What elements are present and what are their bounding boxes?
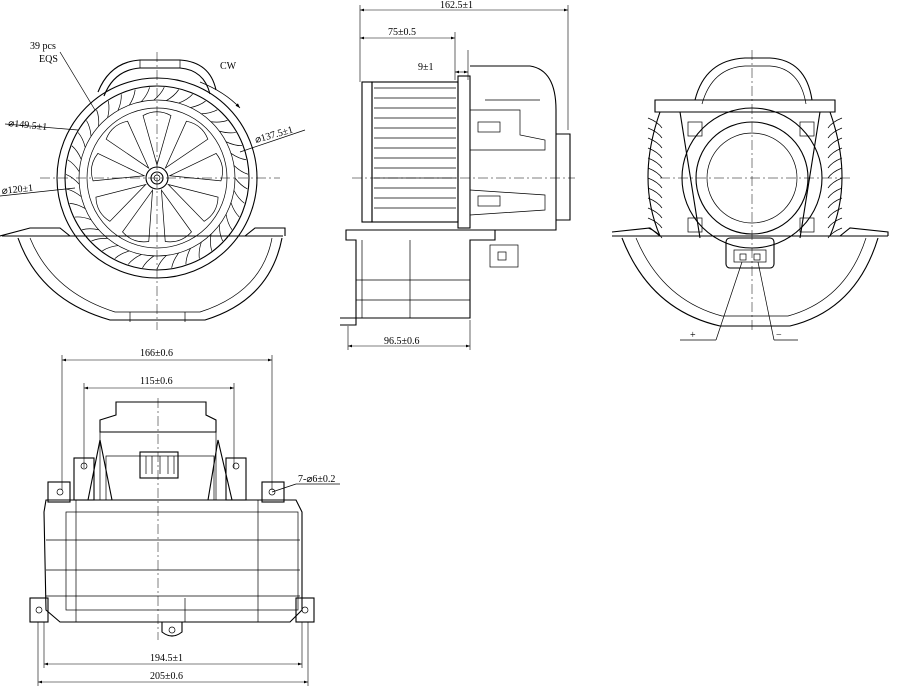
fan-blade <box>178 94 193 104</box>
impeller-petal <box>105 120 150 170</box>
blade-edge <box>827 197 843 209</box>
blade-edge <box>827 217 843 229</box>
bottom-view: 166±0.6 115±0.6 <box>29 348 340 686</box>
impeller-petal <box>164 120 209 170</box>
front-view: CW 39 pcs EQS ⌀149.5±1 ⌀120±1 ⌀137.5±1 <box>0 41 306 330</box>
outer-hole-spacing-label: 166±0.6 <box>140 348 173 359</box>
fan-blade <box>129 89 136 106</box>
fan-blade <box>86 120 92 137</box>
fan-blade <box>141 87 150 102</box>
fan-blade <box>230 153 247 161</box>
blade-edge <box>827 147 843 159</box>
impeller-petal <box>122 189 153 243</box>
terminal-plus-label: + <box>690 330 696 341</box>
fan-blade <box>71 145 82 160</box>
impeller-petal <box>168 152 223 182</box>
blade-edge <box>827 227 843 239</box>
fan-blade <box>198 242 202 259</box>
base-width-label: 194.5±1 <box>150 653 183 664</box>
side-fins <box>374 87 456 209</box>
fan-blade <box>166 89 179 101</box>
fan-blade <box>66 188 82 197</box>
blade-edge <box>827 187 843 199</box>
blade-spacing-label: EQS <box>39 54 58 65</box>
fan-blade <box>219 224 223 242</box>
fan-blade <box>114 250 130 259</box>
blade-edge <box>647 177 663 189</box>
fan-blade <box>171 252 179 268</box>
rear-view: + − <box>611 50 889 341</box>
blade-edge <box>827 167 843 179</box>
fan-blade <box>65 174 80 185</box>
blade-edge <box>647 207 663 219</box>
blade-edge <box>647 157 663 169</box>
fan-blade <box>91 238 108 242</box>
impeller-petal <box>167 183 219 222</box>
blade-edge <box>827 127 843 139</box>
blade-edge <box>647 217 663 229</box>
blade-edge <box>647 147 663 159</box>
fan-blade <box>210 234 213 251</box>
fan-blade <box>153 87 165 101</box>
fan-blade <box>82 228 99 231</box>
base-depth-label: 96.5±0.6 <box>384 336 420 347</box>
inner-diameter-label: ⌀137.5±1 <box>254 125 295 146</box>
mount-holes-label: 7-⌀6±0.2 <box>298 474 335 485</box>
blade-count-label: 39 pcs <box>30 41 56 52</box>
fan-blade <box>142 255 155 269</box>
fan-blade <box>219 130 236 134</box>
blade-edge <box>827 207 843 219</box>
fan-blade <box>190 100 206 108</box>
blade-edge <box>647 167 663 179</box>
blade-edge <box>827 177 843 189</box>
hub-diameter-label: ⌀120±1 <box>1 183 33 197</box>
fan-blade <box>102 245 119 252</box>
fan-blade <box>156 255 167 270</box>
overall-width-label: 205±0.6 <box>150 671 183 682</box>
overall-length-label: 162.5±1 <box>440 0 473 11</box>
rear-blade-edges <box>647 117 843 239</box>
wheel-length-label: 75±0.5 <box>388 27 416 38</box>
fan-blade <box>234 177 248 190</box>
rotation-label: CW <box>220 61 237 72</box>
impeller-petal <box>91 152 146 182</box>
blade-edge <box>827 157 843 169</box>
impeller-petal <box>161 189 192 243</box>
fan-blade <box>225 214 233 230</box>
fan-blade <box>96 109 100 127</box>
fan-blade <box>210 120 228 123</box>
fan-blade <box>74 216 92 221</box>
blade-edge <box>827 137 843 149</box>
blade-edge <box>647 137 663 149</box>
blade-edge <box>647 197 663 209</box>
fan-blade <box>233 190 245 204</box>
fan-blade <box>67 159 80 172</box>
blade-edge <box>647 117 663 129</box>
terminal-minus-label: − <box>776 330 782 341</box>
fan-blade <box>69 203 86 209</box>
fan-blade <box>185 248 191 265</box>
fan-blade <box>225 141 243 147</box>
blade-edge <box>647 127 663 139</box>
blade-edge <box>647 187 663 199</box>
fan-blade <box>107 101 110 118</box>
fan-blade <box>127 254 142 265</box>
inner-hole-spacing-label: 115±0.6 <box>140 376 173 387</box>
fan-blade <box>117 94 122 111</box>
blade-edge <box>827 117 843 129</box>
side-view: 162.5±1 75±0.5 9±1 <box>340 0 575 350</box>
fan-blade <box>233 165 249 175</box>
fan-blade <box>77 132 86 148</box>
fan-blade <box>201 109 218 115</box>
flange-gap-label: 9±1 <box>418 62 434 73</box>
impeller-petal <box>95 183 147 222</box>
fan-blade <box>230 202 240 218</box>
outer-diameter-label: ⌀149.5±1 <box>8 118 48 133</box>
